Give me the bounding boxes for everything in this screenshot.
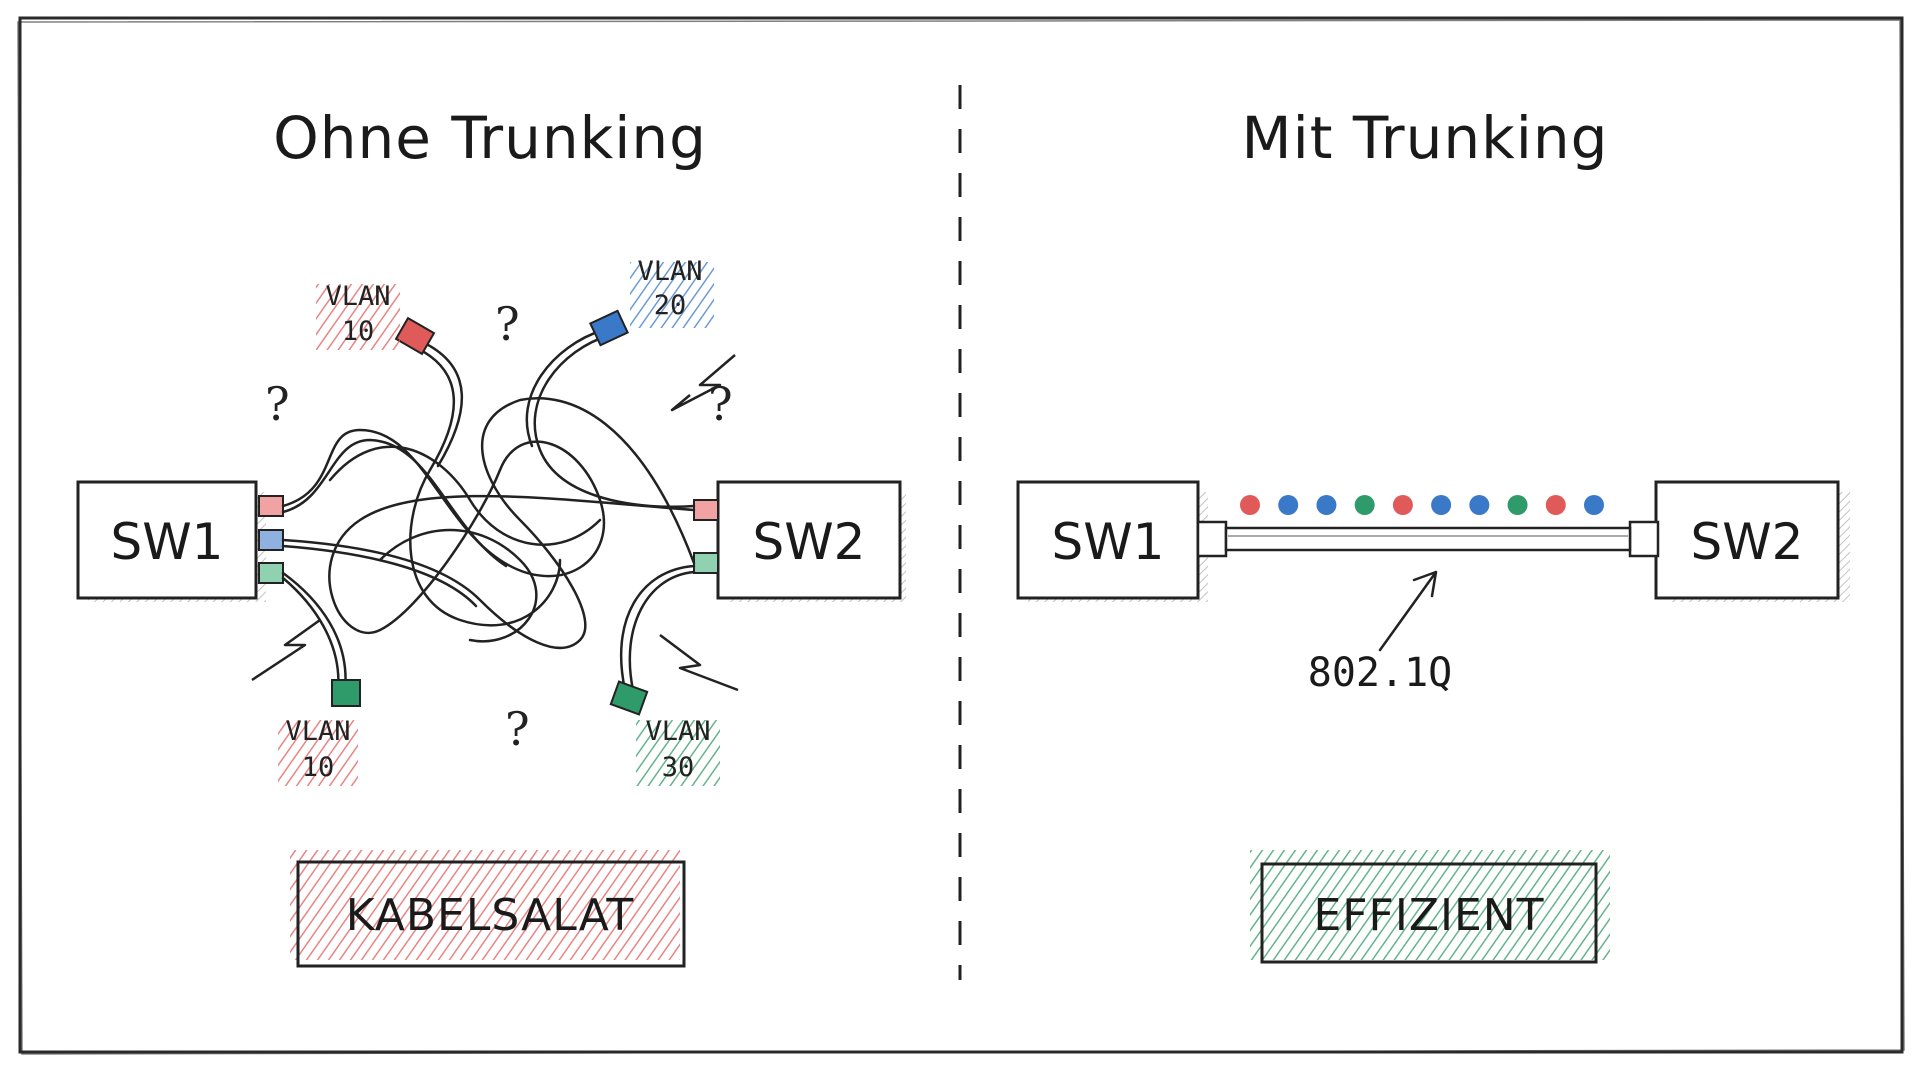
sw1-port-green (258, 562, 284, 584)
left-switch-a-label: SW1 (111, 513, 224, 571)
effizient-text: EFFIZIENT (1313, 890, 1544, 941)
right-title: Mit Trunking (1242, 104, 1609, 172)
vlan-frame-dot (1431, 495, 1452, 515)
sw2-port-red (693, 499, 719, 521)
left-switch-b: SW2 (716, 480, 906, 602)
vlan-frame-dot (1507, 495, 1528, 515)
plug-red-top (394, 316, 436, 356)
vlan-label-bg-3 (278, 720, 358, 786)
protocol-arrow (1378, 570, 1438, 652)
question-mark-2: ? (265, 377, 290, 431)
right-switch-b: SW2 (1654, 480, 1850, 602)
left-switch-b-label: SW2 (753, 513, 866, 571)
vlan-label-bg-2 (630, 262, 714, 328)
vlan-label-4-line2: 30 (662, 752, 695, 783)
vlan-frame-dot (1278, 495, 1299, 515)
vlan-frame-dot (1469, 495, 1490, 515)
vlan-label-3-line2: 10 (302, 752, 335, 783)
sw1-port-red (258, 495, 284, 517)
vlan-frame-dot (1316, 495, 1337, 515)
zap-marks (251, 354, 739, 692)
vlan-frame-dot (1240, 495, 1260, 515)
kabelsalat-badge: KABELSALAT (290, 850, 686, 968)
protocol-label: 802.1Q (1308, 650, 1453, 696)
vlan-label-2-line2: 20 (654, 290, 687, 321)
right-switch-a-label: SW1 (1052, 513, 1165, 571)
plug-blue-top (589, 309, 629, 347)
vlan-label-3-line1: VLAN (285, 716, 350, 747)
vlan-label-bg-4 (636, 720, 720, 786)
vlan-frames (1240, 495, 1604, 515)
outer-frame-sketch (17, 19, 1905, 1055)
left-switch-a: SW1 (76, 480, 266, 602)
sw1-port-blue (258, 529, 284, 551)
vlan-label-1-line2: 10 (342, 316, 375, 347)
vlan-label-4-line1: VLAN (645, 716, 710, 747)
right-switch-b-label: SW2 (1691, 513, 1804, 571)
question-mark-4: ? (505, 702, 530, 756)
right-switch-a: SW1 (1016, 480, 1208, 602)
tangled-cables (281, 328, 696, 692)
question-mark-1: ? (495, 297, 520, 351)
vlan-label-1-line1: VLAN (325, 281, 390, 312)
right-panel: Mit Trunking SW1 SW2 802.1Q EFFIZIENT (1016, 104, 1850, 964)
trunk-port-right (1628, 520, 1660, 558)
trunk-port-left (1196, 520, 1228, 558)
trunk-cable (1224, 526, 1632, 552)
effizient-badge: EFFIZIENT (1250, 850, 1610, 964)
plug-green-bottom-left (331, 679, 361, 707)
plug-green-bottom-right (609, 680, 649, 716)
sw2-port-green (693, 552, 719, 574)
kabelsalat-text: KABELSALAT (346, 890, 635, 941)
vlan-label-bg-1 (316, 284, 400, 350)
vlan-frame-dot (1545, 495, 1566, 515)
left-title: Ohne Trunking (273, 104, 707, 172)
vlan-frame-dot (1354, 495, 1375, 515)
left-panel: Ohne Trunking SW1 SW2 (76, 104, 906, 968)
vlan-label-2-line1: VLAN (637, 256, 702, 287)
vlan-frame-dot (1392, 495, 1413, 515)
vlan-frame-dot (1584, 495, 1604, 515)
